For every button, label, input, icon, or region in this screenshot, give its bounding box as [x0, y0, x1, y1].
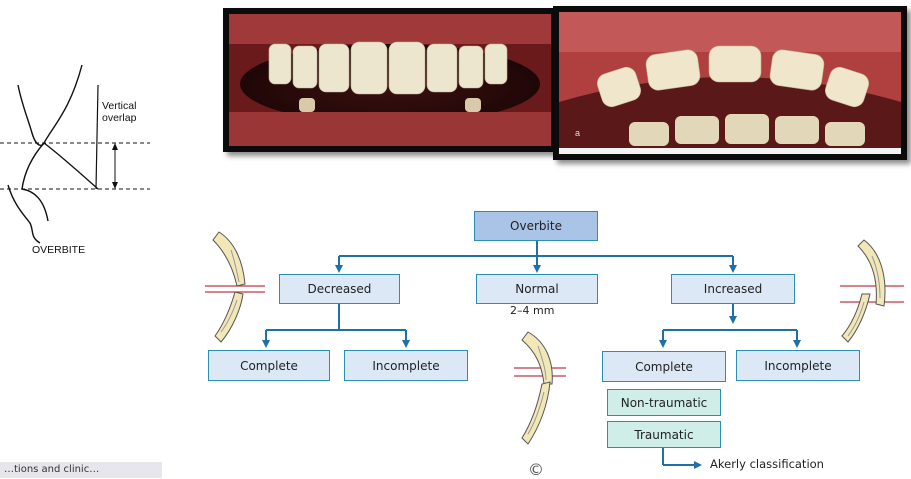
- intraoral-photo-occlusal-image: [559, 12, 901, 154]
- node-normal: Normal: [476, 274, 598, 304]
- vertical-overlap-label: Vertical overlap: [102, 100, 136, 124]
- node-overbite: Overbite: [474, 211, 598, 241]
- tooth-illustration-normal: [514, 331, 566, 445]
- tooth-illustration-increased: [840, 239, 904, 343]
- cutoff-caption-text: …tions and clinic…: [0, 462, 162, 478]
- node-increased: Increased: [671, 274, 795, 304]
- node-non-traumatic: Non-traumatic: [607, 389, 721, 416]
- intraoral-photo-frontal: [223, 8, 557, 152]
- akerly-classification-label: Akerly classification: [710, 457, 824, 471]
- node-decreased: Decreased: [279, 274, 400, 304]
- overbite-schematic-drawing: [0, 64, 150, 244]
- overbite-caption: OVERBITE: [32, 244, 86, 256]
- vertical-overlap-line-2: overlap: [102, 112, 137, 124]
- node-traumatic: Traumatic: [607, 421, 721, 448]
- vertical-overlap-line-1: Vertical: [102, 100, 137, 112]
- intraoral-photo-frontal-image: [229, 14, 551, 146]
- intraoral-photo-occlusal: a: [553, 6, 907, 160]
- overbite-schematic: Vertical overlap OVERBITE: [0, 55, 160, 260]
- node-decreased-complete: Complete: [208, 350, 330, 381]
- publisher-logo-mark: ©: [528, 460, 544, 479]
- node-decreased-incomplete: Incomplete: [344, 350, 468, 381]
- tooth-illustration-decreased: [205, 231, 265, 343]
- node-increased-incomplete: Incomplete: [736, 350, 860, 381]
- node-increased-complete: Complete: [602, 351, 726, 382]
- node-normal-range: 2–4 mm: [510, 304, 555, 317]
- photo-marker-a: a: [575, 128, 581, 138]
